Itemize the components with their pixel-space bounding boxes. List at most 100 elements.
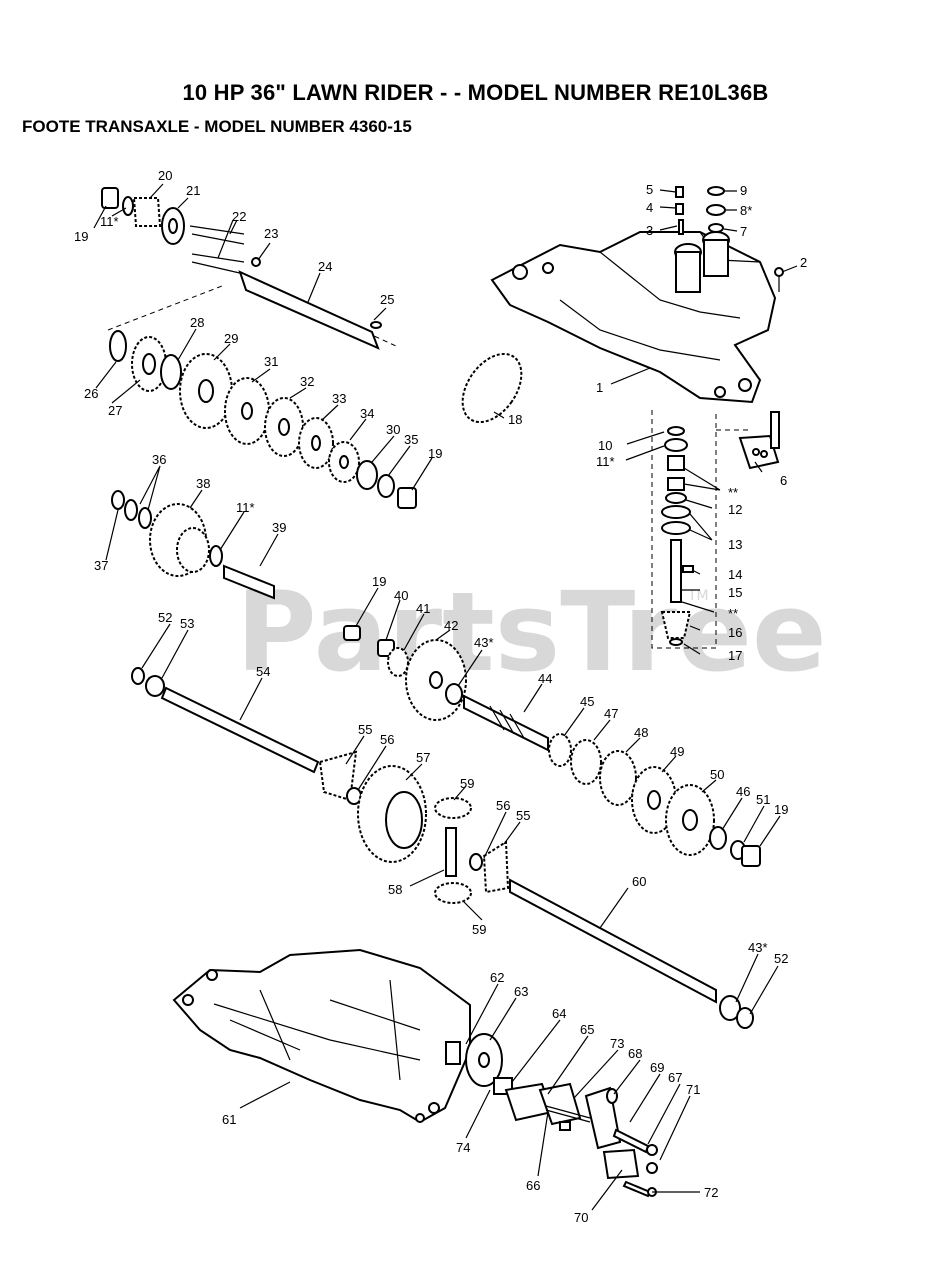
label-31: 31 [264, 354, 278, 369]
cluster-gear-group [111, 490, 275, 600]
upper-housing-part [490, 231, 777, 404]
top-fastener-parts [675, 186, 784, 292]
label-27: 27 [108, 403, 122, 418]
label-49: 49 [670, 744, 684, 759]
label-12: 12 [728, 502, 742, 517]
label-26: 26 [84, 386, 98, 401]
label-55-right: 55 [516, 808, 530, 823]
label-17: 17 [728, 648, 742, 663]
label-74: 74 [456, 1140, 470, 1155]
label-18: 18 [508, 412, 522, 427]
label-38: 38 [196, 476, 210, 491]
label-64: 64 [552, 1006, 566, 1021]
label-62: 62 [490, 970, 504, 985]
label-35: 35 [404, 432, 418, 447]
label-1: 1 [596, 380, 603, 395]
label-32: 32 [300, 374, 314, 389]
label-56-right: 56 [496, 798, 510, 813]
label-9: 9 [740, 183, 747, 198]
label-14: 14 [728, 567, 742, 582]
label-59-top: 59 [460, 776, 474, 791]
label-71: 71 [686, 1082, 700, 1097]
label-73: 73 [610, 1036, 624, 1051]
label-45: 45 [580, 694, 594, 709]
label-11-cluster: 11* [236, 500, 255, 515]
label-58: 58 [388, 882, 402, 897]
label-double-star-1: ** [728, 485, 738, 500]
label-44: 44 [538, 671, 552, 686]
label-15: 15 [728, 585, 742, 600]
label-11-stack: 11* [596, 454, 615, 469]
label-36: 36 [152, 452, 166, 467]
label-60: 60 [632, 874, 646, 889]
label-13: 13 [728, 537, 742, 552]
label-7: 7 [740, 224, 747, 239]
label-68: 68 [628, 1046, 642, 1061]
label-53: 53 [180, 616, 194, 631]
label-19-gears: 19 [428, 446, 442, 461]
label-70: 70 [574, 1210, 588, 1225]
label-59-bottom: 59 [472, 922, 486, 937]
label-69: 69 [650, 1060, 664, 1075]
label-50: 50 [710, 767, 724, 782]
label-10: 10 [598, 438, 612, 453]
label-5: 5 [646, 182, 653, 197]
label-48: 48 [634, 725, 648, 740]
label-63: 63 [514, 984, 528, 999]
label-42: 42 [444, 618, 458, 633]
watermark-text: PartsTree [236, 568, 827, 696]
label-19-top: 19 [74, 229, 88, 244]
axle-shaft-60 [469, 840, 754, 1029]
label-16: 16 [728, 625, 742, 640]
label-66: 66 [526, 1178, 540, 1193]
countershaft-gear-row [109, 330, 417, 509]
label-25: 25 [380, 292, 394, 307]
label-11-top: 11* [100, 214, 119, 229]
label-8: 8* [740, 203, 752, 218]
label-56-left: 56 [380, 732, 394, 747]
label-41: 41 [416, 601, 430, 616]
label-3: 3 [646, 223, 653, 238]
label-43-axle: 43* [748, 940, 768, 955]
label-57: 57 [416, 750, 430, 765]
drive-chain-18 [461, 352, 523, 424]
label-46: 46 [736, 784, 750, 799]
label-39: 39 [272, 520, 286, 535]
diagram-subtitle: FOOTE TRANSAXLE - MODEL NUMBER 4360-15 [22, 117, 412, 136]
label-52-left: 52 [158, 610, 172, 625]
label-34: 34 [360, 406, 374, 421]
axle-shaft-54 [131, 667, 362, 805]
leader-lines [93, 183, 798, 1211]
label-30: 30 [386, 422, 400, 437]
part-labels: 5 4 3 9 8* 7 2 1 6 10 11* ** 12 13 14 15… [74, 168, 807, 1225]
lower-housing-part [172, 948, 471, 1124]
label-29: 29 [224, 331, 238, 346]
label-65: 65 [580, 1022, 594, 1037]
label-double-star-2: ** [728, 606, 738, 621]
label-40: 40 [394, 588, 408, 603]
label-24: 24 [318, 259, 332, 274]
label-6: 6 [780, 473, 787, 488]
input-shaft-group [343, 625, 761, 867]
label-67: 67 [668, 1070, 682, 1085]
label-51: 51 [756, 792, 770, 807]
label-19-right: 19 [774, 802, 788, 817]
label-20: 20 [158, 168, 172, 183]
label-4: 4 [646, 200, 653, 215]
label-33: 33 [332, 391, 346, 406]
ring-gear-57 [357, 765, 472, 904]
label-21: 21 [186, 183, 200, 198]
label-55-left: 55 [358, 722, 372, 737]
shift-shaft-stack [660, 426, 694, 646]
label-28: 28 [190, 315, 204, 330]
bracket-part-6 [738, 411, 780, 470]
label-72: 72 [704, 1185, 718, 1200]
label-19-input: 19 [372, 574, 386, 589]
diagram-title: 10 HP 36" LAWN RIDER - - MODEL NUMBER RE… [182, 80, 769, 105]
watermark-tm: TM [687, 588, 709, 604]
label-47: 47 [604, 706, 618, 721]
label-37: 37 [94, 558, 108, 573]
label-2: 2 [800, 255, 807, 270]
label-23: 23 [264, 226, 278, 241]
